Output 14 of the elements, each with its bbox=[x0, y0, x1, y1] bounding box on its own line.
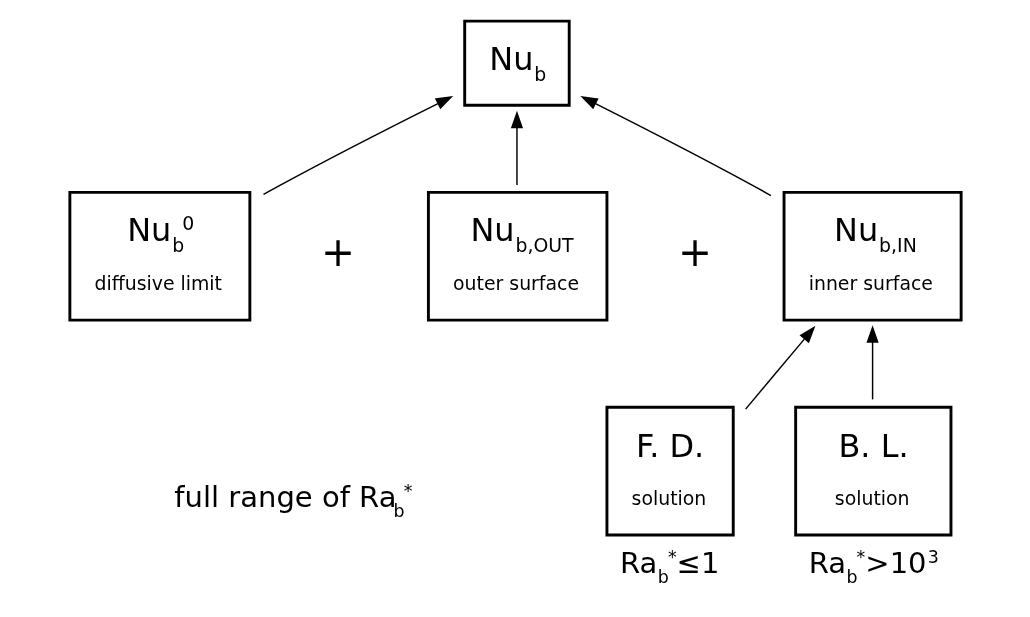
node-label: Ra$_{b}$$^{*}$≤1 bbox=[619, 545, 719, 587]
node-label: Ra$_{b}$$^{*}$>10$^{3}$ bbox=[808, 545, 939, 587]
arrow bbox=[579, 96, 772, 197]
arrow bbox=[262, 95, 453, 196]
node-box: Nu$_{b,IN}$ inner surface bbox=[782, 190, 963, 322]
label: + bbox=[677, 228, 712, 277]
node-box: F. D. solution bbox=[605, 405, 735, 537]
node-box: B. L. solution bbox=[793, 405, 952, 537]
arrow bbox=[510, 110, 523, 186]
arrow bbox=[865, 325, 879, 401]
node-box: Nu$_{b,OUT}$ outer surface bbox=[426, 190, 608, 322]
label: + bbox=[320, 228, 355, 277]
node-box: Nu$_{b}$ bbox=[462, 19, 571, 107]
arrow bbox=[744, 325, 815, 410]
